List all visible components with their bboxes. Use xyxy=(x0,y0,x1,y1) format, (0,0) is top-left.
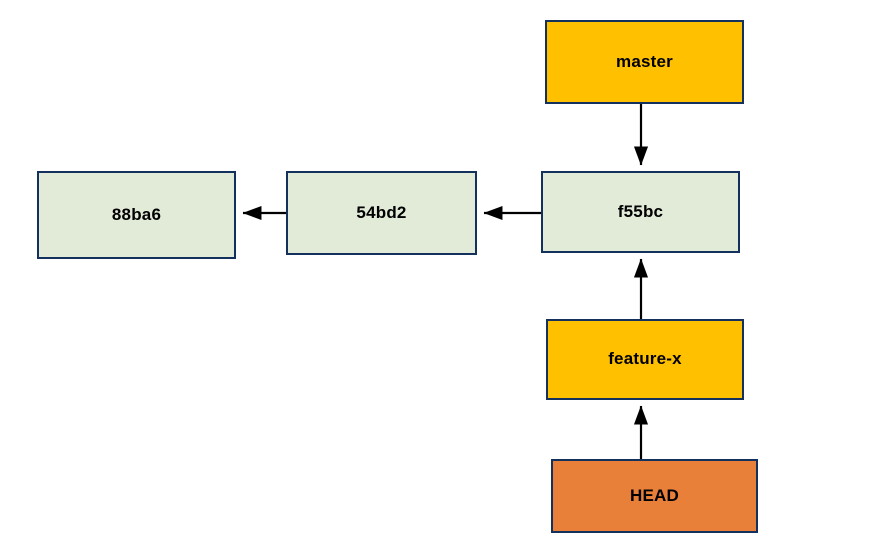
node-master-label: master xyxy=(616,51,673,71)
node-88ba6-label: 88ba6 xyxy=(111,204,162,224)
node-feature-x[interactable]: feature-x xyxy=(546,319,744,400)
node-54bd2[interactable]: 54bd2 xyxy=(286,171,477,255)
node-f55bc[interactable]: f55bc xyxy=(541,171,740,253)
node-feature-x-label: feature-x xyxy=(608,349,682,369)
node-master[interactable]: master xyxy=(545,20,744,104)
node-head[interactable]: HEAD xyxy=(551,459,758,533)
node-88ba6[interactable]: 88ba6 xyxy=(37,171,236,259)
node-f55bc-label: f55bc xyxy=(617,201,664,221)
node-54bd2-label: 54bd2 xyxy=(356,202,407,222)
node-head-label: HEAD xyxy=(630,485,679,505)
